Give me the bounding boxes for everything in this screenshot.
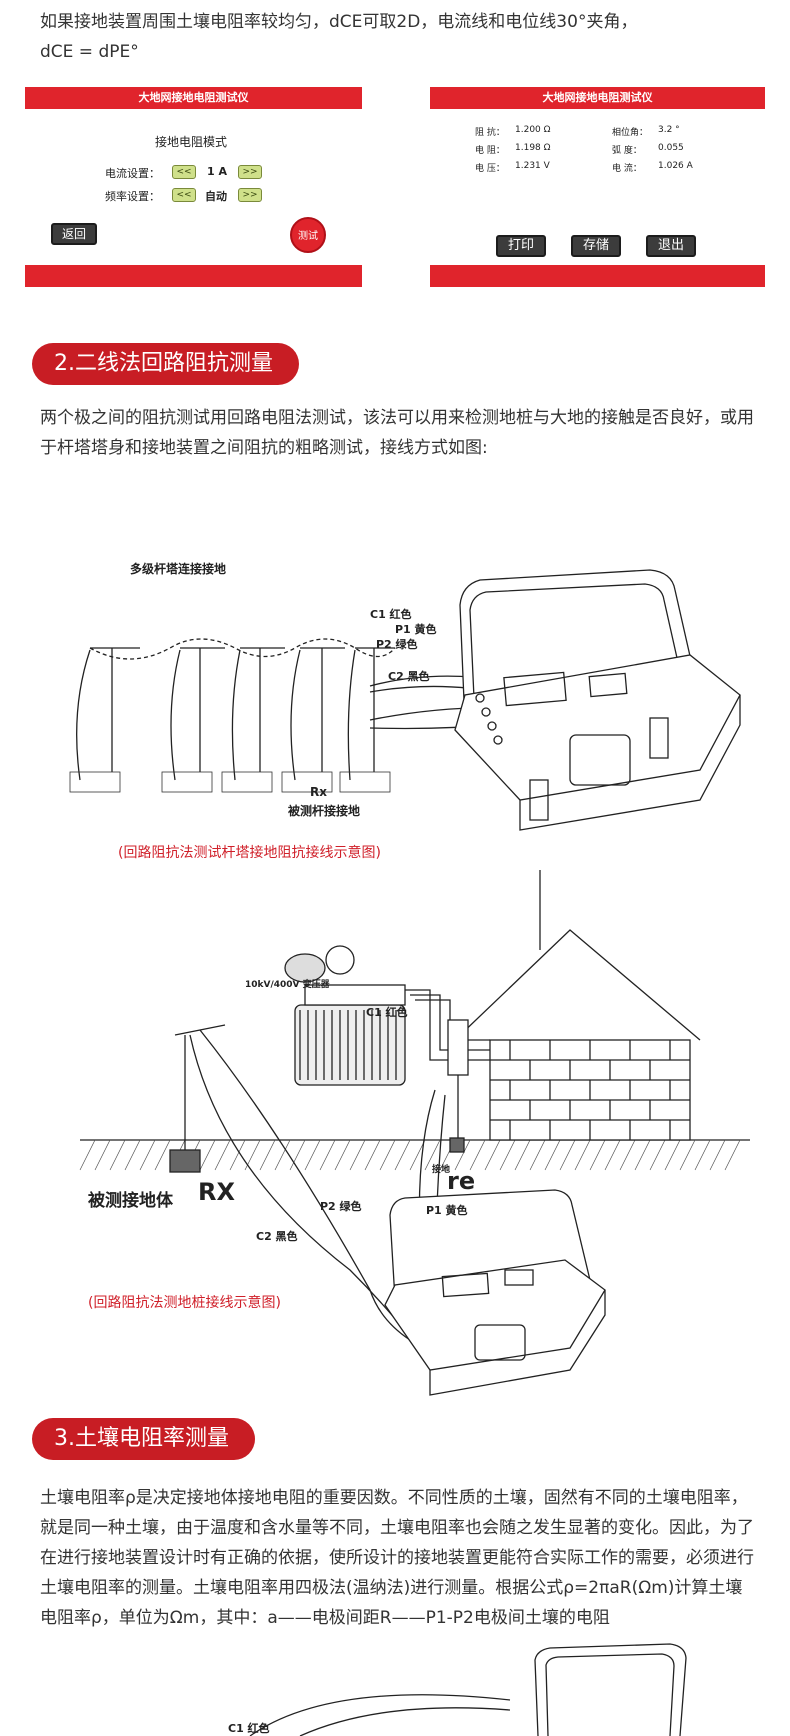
- fig2-object-label: 被测接地体: [88, 1191, 173, 1211]
- fig3-c1-label: C1 红色: [228, 1722, 270, 1735]
- result-right-value: 3.2 °: [658, 125, 680, 135]
- fig2-rx-label: RX: [198, 1178, 235, 1206]
- section-2-paragraph: 两个极之间的阻抗测试用回路电阻法测试，该法可以用来检测地桩与大地的接触是否良好，…: [40, 408, 754, 458]
- mode-title: 接地电阻模式: [155, 135, 228, 149]
- intro-line-2: dCE = dPE°: [40, 42, 139, 62]
- tower-grounding-drawing: [69, 569, 741, 831]
- section-3-paragraph: 土壤电阻率ρ是决定接地体接地电阻的重要因数。不同性质的土壤，固然有不同的土壤电阻…: [40, 1488, 754, 1628]
- result-screen-header: 大地网接地电阻测试仪: [430, 87, 765, 109]
- fig1-rx-label: Rx: [310, 785, 327, 799]
- fig2-re-label: re: [447, 1167, 476, 1195]
- fig1-c1-label: C1 红色: [370, 608, 412, 621]
- tower-poles: [76, 647, 395, 781]
- current-decrease-button[interactable]: <<: [172, 165, 196, 179]
- fig1-caption: (回路阻抗法测试杆塔接地阻抗接线示意图): [118, 845, 381, 861]
- result-right-label: 相位角：: [612, 128, 649, 138]
- frequency-setting-label: 频率设置：: [105, 190, 160, 203]
- result-left-value: 1.231 V: [515, 161, 550, 171]
- house: [447, 865, 701, 1153]
- tower-grounding-diagram: 多级杆塔连接接地 C1 红色 P1 黄色 P2 绿色 C2 黑色 Rx 被测杆接…: [50, 480, 770, 840]
- fig1-p1-label: P1 黄色: [395, 623, 437, 636]
- back-button[interactable]: 返回: [51, 223, 97, 245]
- exit-button[interactable]: 退出: [646, 235, 696, 257]
- mode-screen: 大地网接地电阻测试仪 接地电阻模式 电流设置： << 1 A >> 频率设置： …: [25, 87, 362, 287]
- fig1-c2-label: C2 黑色: [388, 670, 430, 683]
- result-left-value: 1.200 Ω: [515, 125, 551, 135]
- ground-hatching: [79, 1139, 741, 1171]
- test-button[interactable]: 测试: [290, 217, 326, 253]
- print-button[interactable]: 打印: [496, 235, 546, 257]
- result-right-label: 弧 度：: [612, 146, 642, 156]
- fig2-caption: (回路阻抗法测地桩接线示意图): [88, 1295, 281, 1311]
- fig1-rx-desc: 被测杆接接地: [288, 804, 361, 818]
- frequency-increase-button[interactable]: >>: [238, 188, 262, 202]
- result-screen: 大地网接地电阻测试仪 阻 抗： 1.200 Ω 相位角： 3.2 ° 电 阻： 1.198…: [430, 87, 765, 287]
- frequency-decrease-button[interactable]: <<: [172, 188, 196, 202]
- result-left-value: 1.198 Ω: [515, 143, 551, 153]
- save-button[interactable]: 存储: [571, 235, 621, 257]
- ground-stake-drawing: [79, 865, 750, 1396]
- result-left-label: 电 阻：: [475, 146, 505, 156]
- frequency-value: 自动: [205, 190, 227, 203]
- transformer: [284, 945, 490, 1086]
- current-increase-button[interactable]: >>: [238, 165, 262, 179]
- section-3-heading: 3.土壤电阻率测量: [32, 1418, 255, 1460]
- current-setting-label: 电流设置：: [105, 167, 160, 180]
- ground-stake-diagram: 10kV/400V 变压器 C1 红色 接地 被测接地体 RX re P2 绿色…: [50, 865, 770, 1430]
- mode-screen-footer: [25, 265, 362, 287]
- intro-line-1: 如果接地装置周围土壤电阻率较均匀，dCE可取2D，电流线和电位线30°夹角，: [40, 12, 638, 32]
- section-2-heading: 2.二线法回路阻抗测量: [32, 343, 299, 385]
- mode-screen-header: 大地网接地电阻测试仪: [25, 87, 362, 109]
- current-value: 1 A: [207, 165, 227, 178]
- result-right-value: 1.026 A: [658, 161, 693, 171]
- result-screen-footer: [430, 265, 765, 287]
- result-right-value: 0.055: [658, 143, 684, 153]
- instrument-case-1: [454, 569, 741, 831]
- result-right-label: 电 流：: [612, 164, 642, 174]
- instrument-case-2: [384, 1189, 606, 1396]
- fig1-p2-label: P2 绿色: [376, 638, 418, 651]
- fig2-p2-label: P2 绿色: [320, 1200, 362, 1213]
- fig2-p1-label: P1 黄色: [426, 1204, 468, 1217]
- soil-resistivity-drawing: [249, 1643, 687, 1736]
- result-left-label: 阻 抗：: [475, 128, 505, 138]
- soil-resistivity-diagram: C1 红色: [180, 1640, 740, 1736]
- fig2-ground-label: 接地: [432, 1165, 451, 1175]
- fig2-transformer-label: 10kV/400V 变压器: [245, 980, 330, 990]
- fig2-c1-label: C1 红色: [366, 1006, 408, 1019]
- fig1-title: 多级杆塔连接接地: [130, 562, 227, 576]
- fig2-c2-label: C2 黑色: [256, 1230, 298, 1243]
- result-left-label: 电 压：: [475, 164, 505, 174]
